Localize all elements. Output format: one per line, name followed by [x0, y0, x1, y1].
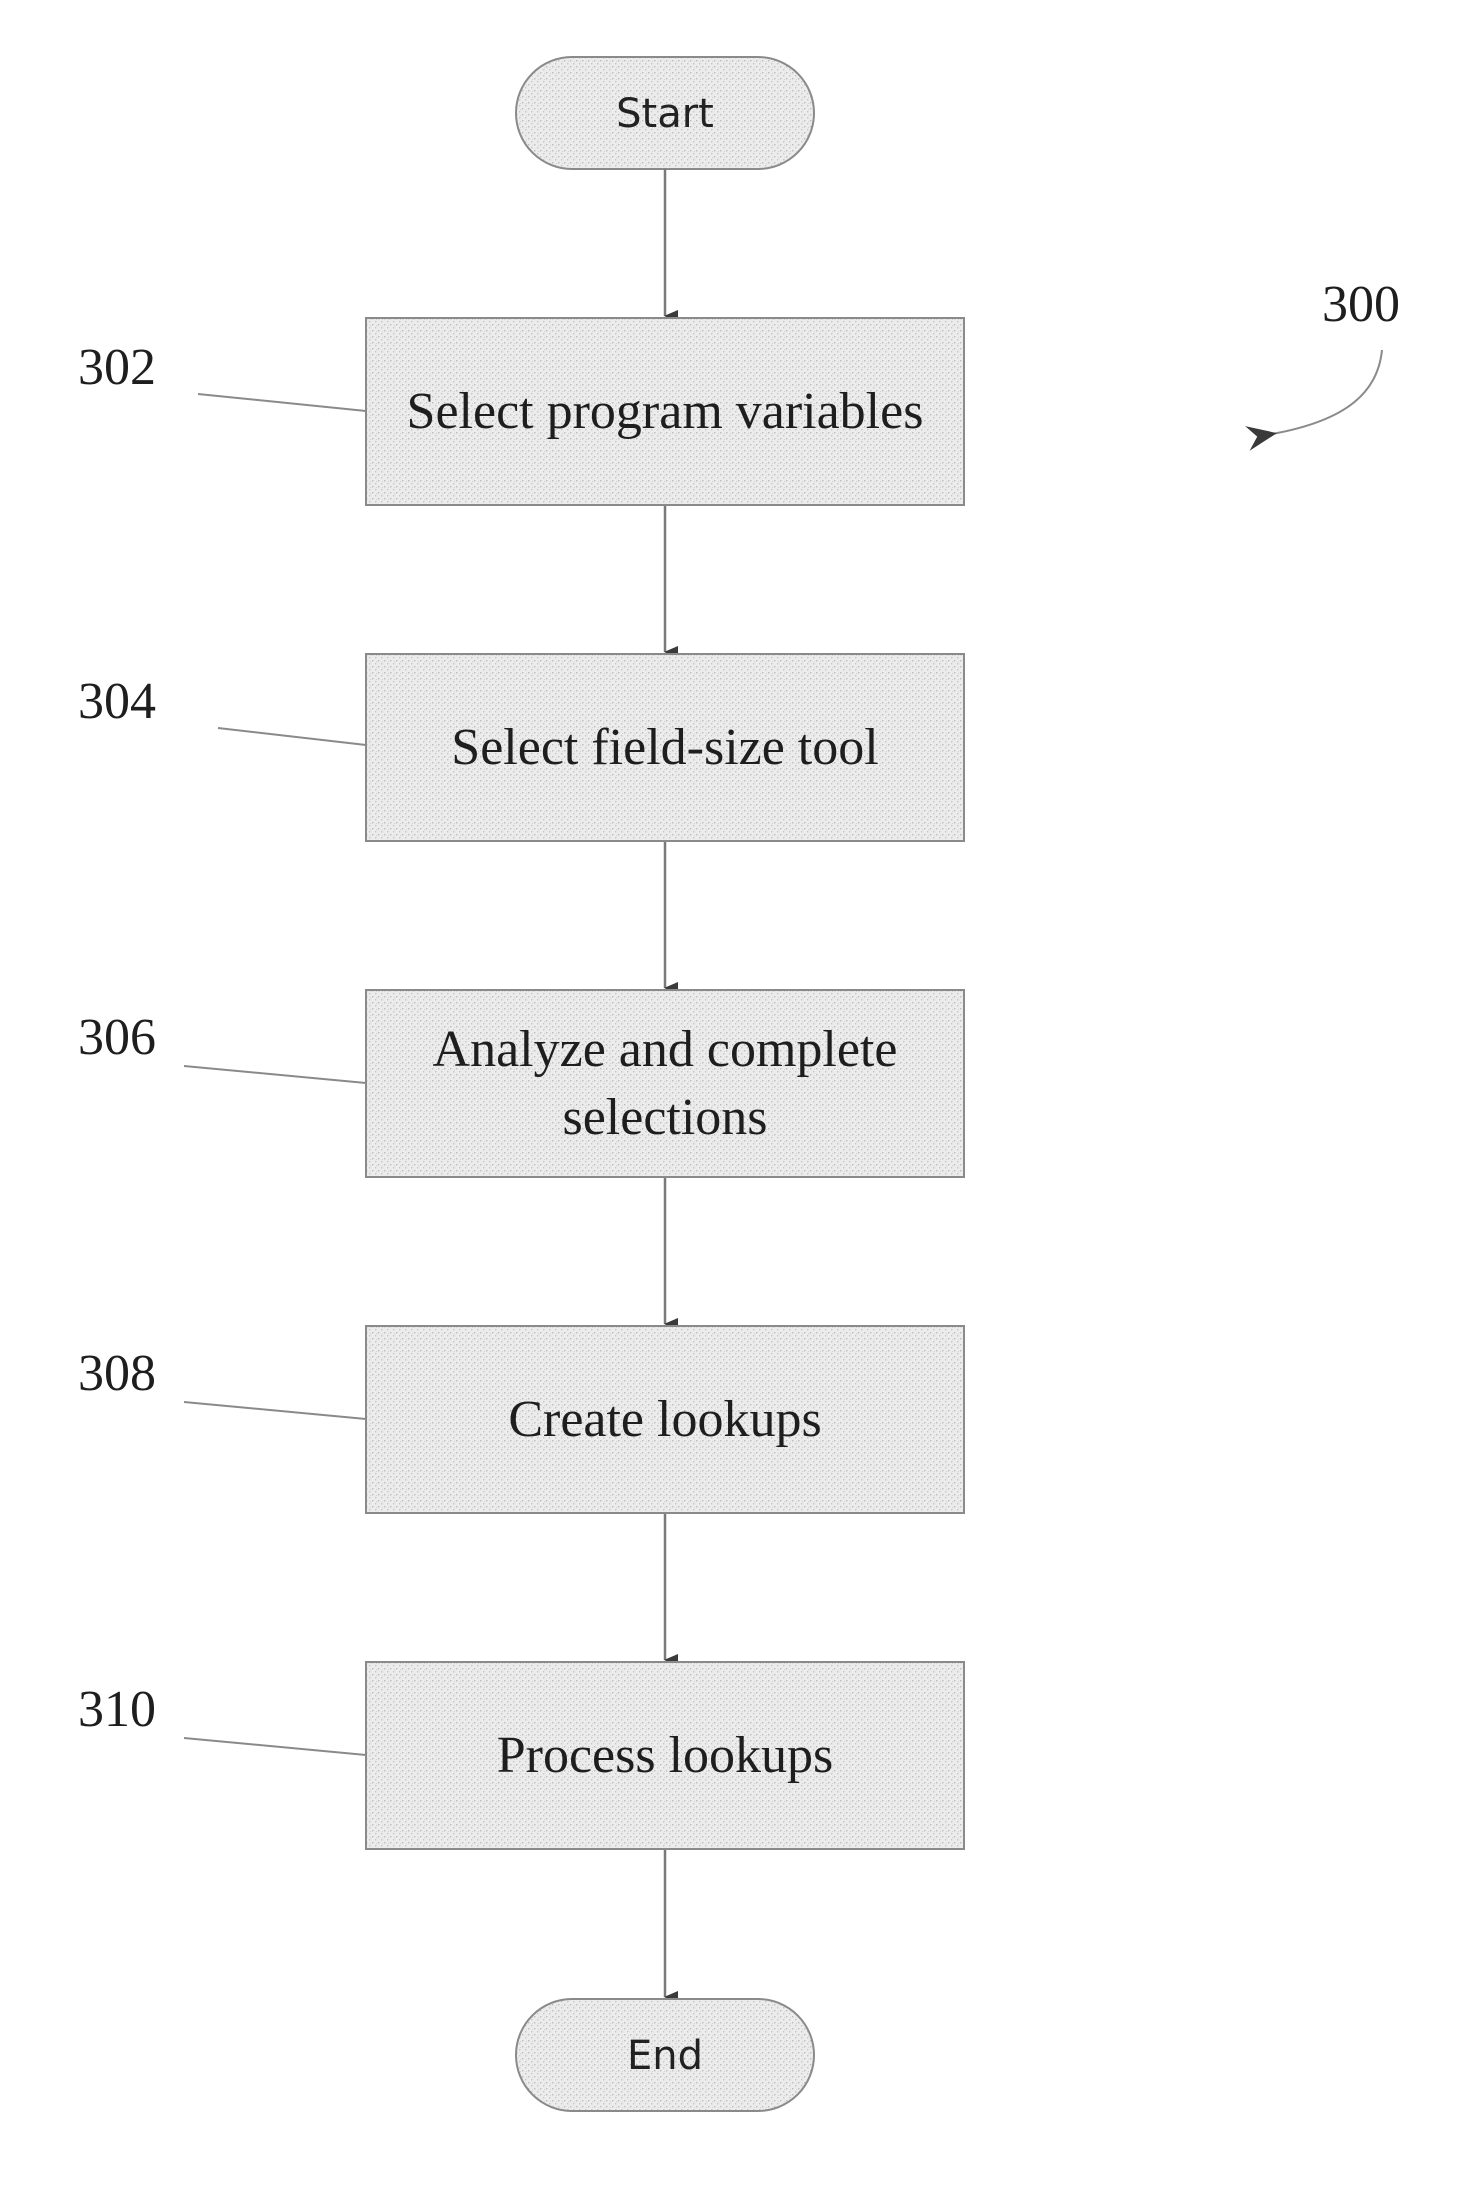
step-308: Create lookups 308	[78, 1326, 964, 1513]
step-302-ref: 302	[78, 339, 156, 396]
figure-ref-arrow	[1272, 350, 1382, 434]
step-306-ref: 306	[78, 1009, 156, 1066]
step-306-label-line-1: Analyze and complete	[433, 1021, 898, 1078]
step-302: Select program variables 302	[78, 318, 964, 505]
end-terminal-label: End	[627, 2033, 703, 2079]
step-308-ref: 308	[78, 1345, 156, 1402]
step-304-leader	[218, 728, 366, 745]
step-310: Process lookups 310	[78, 1662, 964, 1849]
step-308-label: Create lookups	[508, 1391, 821, 1448]
step-306: Analyze and complete selections 306	[78, 990, 964, 1177]
step-310-leader	[184, 1738, 366, 1755]
step-306-label-line-2: selections	[562, 1089, 767, 1146]
figure-ref-label: 300	[1322, 276, 1400, 333]
end-terminal: End	[516, 1999, 814, 2111]
step-308-leader	[184, 1402, 366, 1419]
step-304-ref: 304	[78, 673, 156, 730]
step-304-label: Select field-size tool	[451, 719, 878, 776]
step-310-ref: 310	[78, 1681, 156, 1738]
step-302-leader	[198, 394, 366, 411]
step-302-label: Select program variables	[407, 383, 924, 440]
start-terminal-label: Start	[616, 91, 714, 137]
step-310-label: Process lookups	[497, 1727, 834, 1784]
step-304: Select field-size tool 304	[78, 654, 964, 841]
step-306-leader	[184, 1066, 366, 1083]
start-terminal: Start	[516, 57, 814, 169]
